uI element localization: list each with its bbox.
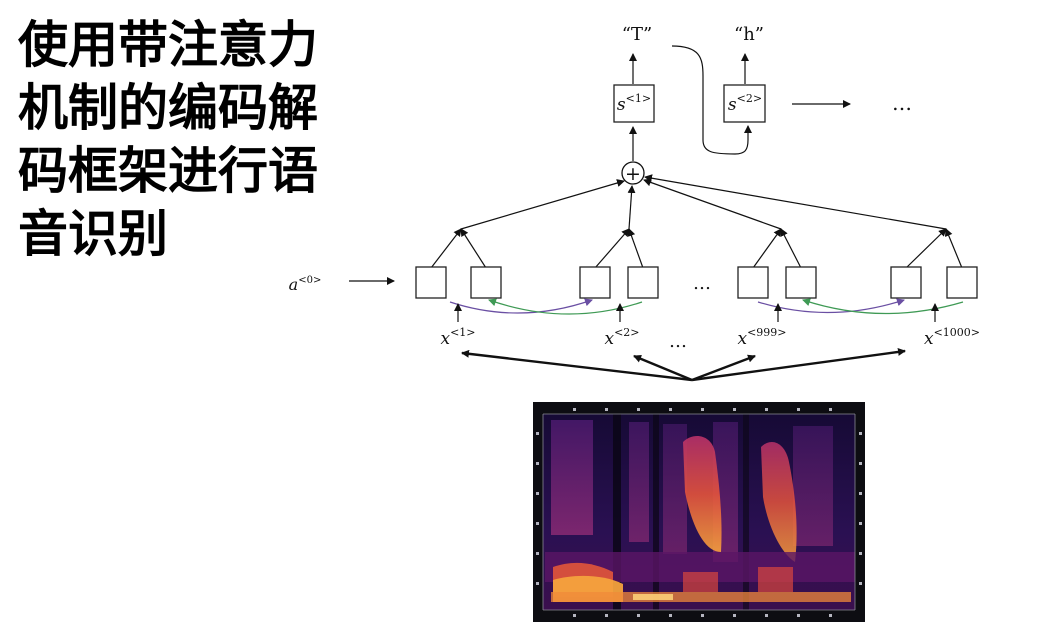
spectrogram-arrow-3 (691, 354, 756, 382)
merge-line-4b (944, 228, 963, 269)
merge-line-1b (460, 228, 487, 269)
attention-line-4 (644, 174, 947, 230)
spectrogram-arrow-1 (461, 349, 693, 382)
forward-arc-1 (449, 298, 593, 314)
merge-line-1a (430, 228, 462, 269)
decoder-state-label-2: s<2> (728, 92, 762, 115)
merge-line-3a (752, 228, 782, 269)
merge-line-2a (594, 228, 630, 269)
merge-line-4a (905, 228, 947, 269)
backward-arc-1 (488, 298, 643, 315)
input-label-2: x<2> (604, 326, 639, 349)
encoder-ellipsis: … (693, 273, 711, 294)
slide-title: 使用带注意力机制的编码解码框架进行语音识别 (18, 16, 318, 263)
spectrogram-image (533, 402, 865, 622)
spectrogram-arrow-4 (691, 347, 906, 382)
attention-line-1 (460, 179, 625, 230)
merge-line-3b (780, 228, 802, 269)
merge-line-2b (627, 228, 644, 269)
input-label-3: x<999> (737, 326, 786, 349)
attention-line-2 (627, 185, 636, 230)
spectrogram-arrow-2 (633, 354, 693, 382)
encoder-box-fwd-2 (579, 266, 611, 299)
initial-activation-label: a<0> (289, 275, 322, 294)
encoder-box-bwd-3 (785, 266, 817, 299)
output-label-1: “T” (622, 24, 652, 45)
encoder-box-fwd-1 (415, 266, 447, 299)
context-sum-node (621, 161, 645, 185)
encoder-box-bwd-4 (946, 266, 978, 299)
forward-arc-2 (757, 298, 905, 314)
decoder-state-label-1: s<1> (617, 92, 651, 115)
input-label-1: x<1> (440, 326, 475, 349)
input-label-4: x<1000> (924, 326, 980, 349)
decoder-state-box-1 (613, 84, 655, 123)
decoder-state-box-2 (723, 84, 766, 123)
encoder-box-bwd-2 (627, 266, 659, 299)
encoder-box-fwd-3 (737, 266, 769, 299)
decoder-ellipsis: … (892, 91, 912, 115)
attention-line-3 (643, 178, 782, 230)
context-sum-symbol: + (625, 163, 641, 185)
encoder-box-bwd-1 (470, 266, 502, 299)
backward-arc-2 (802, 298, 964, 315)
encoder-box-fwd-4 (890, 266, 922, 299)
output-label-2: “h” (734, 24, 764, 45)
decoder-feedback-curve (671, 45, 752, 155)
input-ellipsis: … (669, 331, 687, 352)
